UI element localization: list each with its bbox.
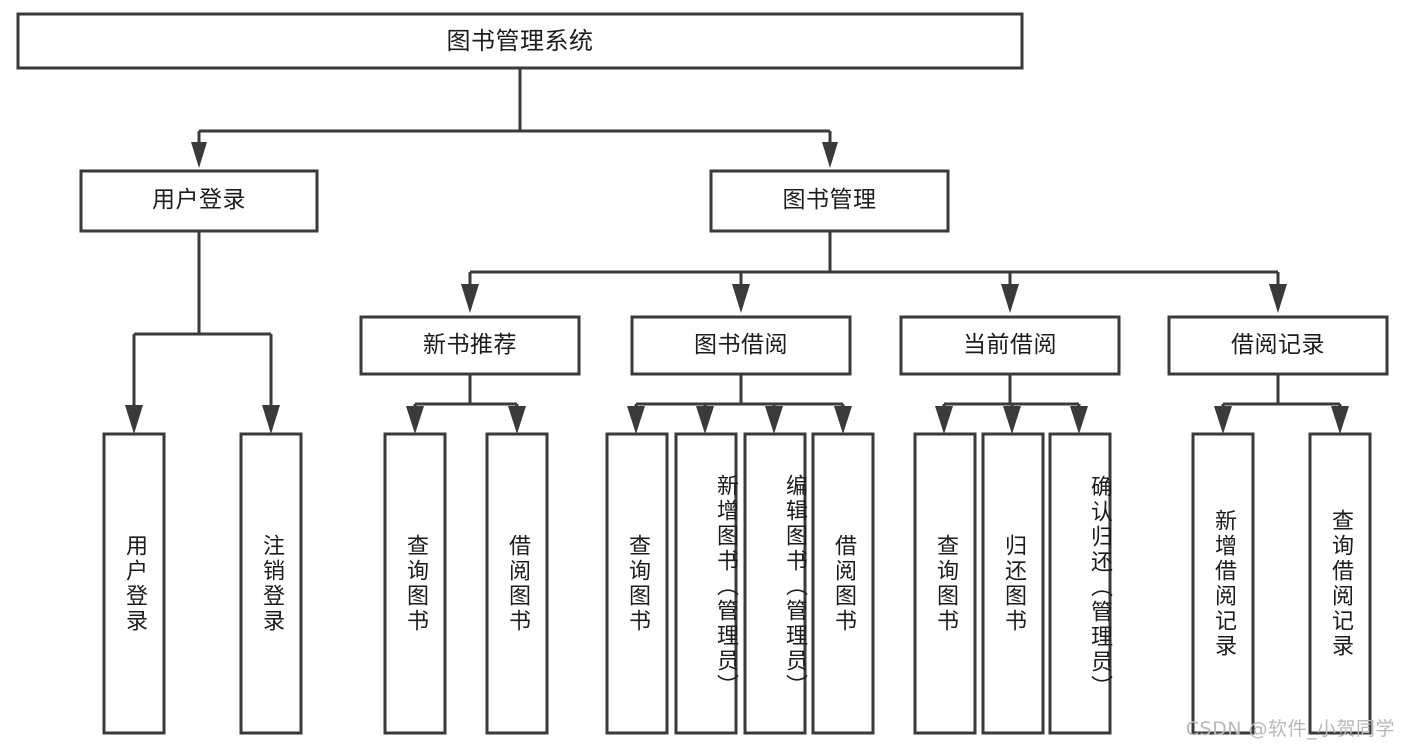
arrow-head-l3-4	[1269, 284, 1287, 313]
arrow-head-book-manage	[822, 142, 838, 168]
node-user-login[interactable]	[79, 169, 319, 233]
arrow-head-bb-2	[696, 406, 714, 434]
arrow-head-l3-1	[461, 284, 479, 313]
arrow-head-bb-4	[834, 406, 852, 434]
arrow-head-br-2	[1331, 406, 1349, 434]
arrow-head-ul-2	[262, 405, 280, 434]
node-new-book-recommend[interactable]	[359, 315, 581, 376]
node-leaf-nbr-query-book[interactable]	[383, 432, 447, 735]
arrow-head-bb-3	[765, 406, 783, 434]
arrow-head-l3-3	[1001, 284, 1019, 313]
watermark-text: CSDN @软件_小贺同学	[1185, 718, 1395, 740]
arrow-head-user-login	[191, 142, 207, 168]
node-leaf-bb-borrow-book[interactable]	[811, 432, 875, 735]
node-leaf-nbr-borrow-book[interactable]	[485, 432, 549, 735]
node-book-management[interactable]	[709, 169, 950, 233]
arrow-head-ul-1	[125, 405, 143, 434]
node-leaf-bb-add-book[interactable]	[674, 432, 738, 735]
node-leaf-cb-query-book[interactable]	[913, 432, 977, 735]
arrow-head-bb-1	[627, 406, 645, 434]
node-leaf-br-add-record[interactable]	[1191, 432, 1255, 735]
arrow-head-cb-2	[1003, 406, 1021, 434]
arrow-head-nbr-1	[406, 406, 424, 434]
node-borrow-records[interactable]	[1167, 315, 1389, 376]
node-leaf-user-login-login[interactable]	[102, 432, 166, 735]
arrow-head-l3-2	[732, 284, 750, 313]
arrow-head-cb-3	[1070, 406, 1088, 434]
node-leaf-user-login-logout[interactable]	[239, 432, 303, 735]
arrow-head-br-1	[1214, 406, 1232, 434]
node-leaf-bb-query-book[interactable]	[605, 432, 669, 735]
arrow-head-cb-1	[935, 406, 953, 434]
node-current-borrow[interactable]	[899, 315, 1121, 376]
node-root-system[interactable]	[16, 12, 1024, 70]
node-book-borrow[interactable]	[630, 315, 852, 376]
node-leaf-cb-confirm-return[interactable]	[1048, 432, 1112, 735]
arrow-head-nbr-2	[508, 406, 526, 434]
node-leaf-cb-return-book[interactable]	[981, 432, 1045, 735]
node-leaf-br-query-record[interactable]	[1308, 432, 1372, 735]
node-leaf-bb-edit-book[interactable]	[743, 432, 807, 735]
